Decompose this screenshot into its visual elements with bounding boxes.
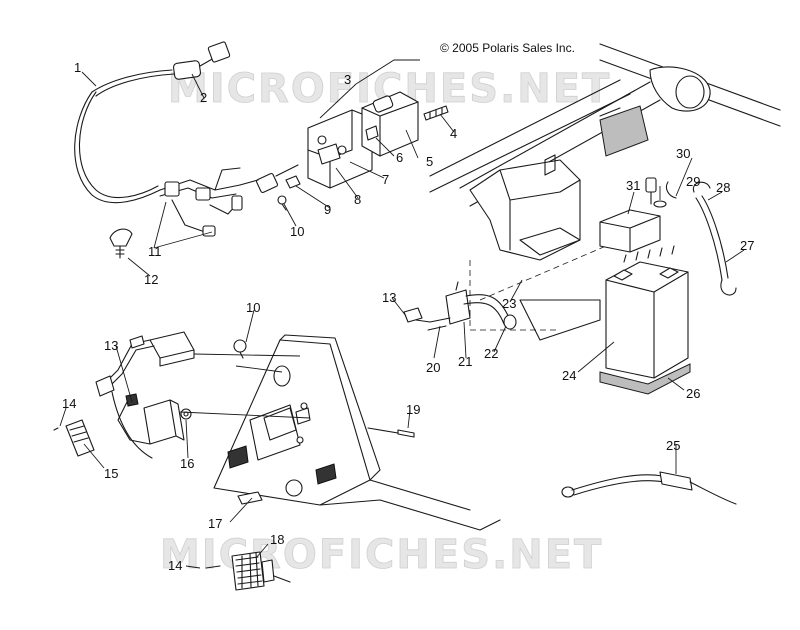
callout-21: 21: [458, 354, 472, 369]
callout-29: 29: [686, 174, 700, 189]
ignition-mounting-plate: [213, 334, 501, 531]
watermark-top: MICROFICHES.NET: [168, 66, 611, 112]
callout-27: 27: [740, 238, 754, 253]
callout-25: 25: [666, 438, 680, 453]
callout-5: 5: [426, 154, 433, 169]
callout-10-bottom: 10: [246, 300, 260, 315]
callout-22: 22: [484, 346, 498, 361]
callout-7: 7: [382, 172, 389, 187]
callout-28: 28: [716, 180, 730, 195]
voltage-regulator: [205, 551, 291, 591]
starter-solenoid: [403, 281, 517, 331]
callout-2: 2: [200, 90, 207, 105]
lamp-housing-assembly: [277, 91, 449, 211]
callout-1: 1: [74, 60, 81, 75]
callout-24: 24: [562, 368, 576, 383]
callout-13-right: 13: [382, 290, 396, 305]
callout-26: 26: [686, 386, 700, 401]
callout-11: 11: [148, 244, 162, 259]
callout-8: 8: [354, 192, 361, 207]
callout-17: 17: [208, 516, 222, 531]
callout-leader-lines: [59, 59, 745, 569]
callout-3: 3: [344, 72, 351, 87]
callout-20: 20: [426, 360, 440, 375]
callout-12: 12: [144, 272, 158, 287]
callout-23: 23: [502, 296, 516, 311]
small-bulb-socket: [109, 228, 133, 259]
callout-9: 9: [324, 202, 331, 217]
cdi-ignition-module: [53, 331, 247, 459]
callout-4: 4: [450, 126, 457, 141]
vehicle-frame: [429, 43, 781, 341]
callout-16: 16: [180, 456, 194, 471]
callout-10-top: 10: [290, 224, 304, 239]
wiring-harness: [74, 41, 299, 237]
callout-31: 31: [626, 178, 640, 193]
assembly-reference-lines: [179, 353, 311, 419]
callout-13-left: 13: [104, 338, 118, 353]
callout-labels: 1 2 3 4 5 6 7 8 9 10 11 12 13 10 13 14 1…: [62, 60, 754, 573]
watermark-bottom: MICROFICHES.NET: [160, 532, 603, 578]
battery-cable: [561, 471, 737, 505]
battery-strap-and-hardware: [645, 177, 737, 296]
callout-18: 18: [270, 532, 284, 547]
callout-6: 6: [396, 150, 403, 165]
battery-assembly: [599, 209, 691, 395]
copyright-notice: © 2005 Polaris Sales Inc.: [440, 41, 575, 55]
callout-14-bottom: 14: [168, 558, 182, 573]
callout-14-top: 14: [62, 396, 76, 411]
callout-30: 30: [676, 146, 690, 161]
callout-19: 19: [406, 402, 420, 417]
callout-15: 15: [104, 466, 118, 481]
